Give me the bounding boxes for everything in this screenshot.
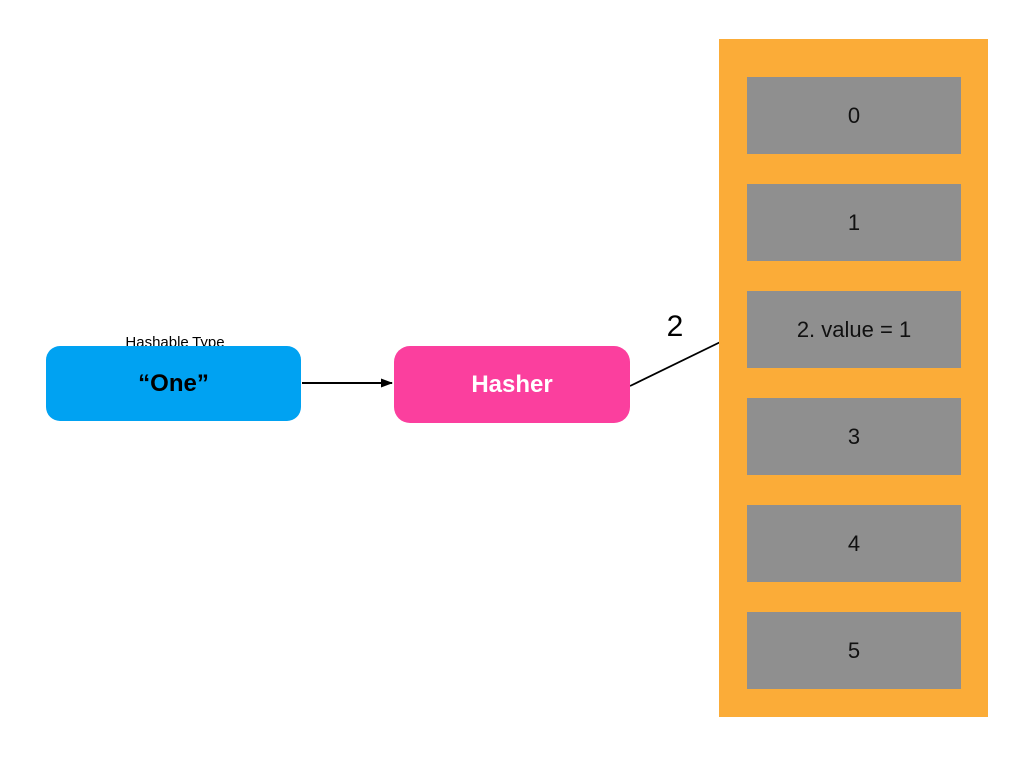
hasher-box: Hasher [394,346,630,423]
slot-3-label: 3 [847,423,861,449]
hasher-label: Hasher [471,370,553,398]
slot-4-label: 4 [847,530,861,556]
hash-table-slot-5: 5 [747,612,961,689]
hash-table-column: 0 1 2. value = 1 3 4 5 [719,39,988,717]
hash-table-slot-1: 1 [747,184,961,261]
hash-table-slot-3: 3 [747,398,961,475]
slot-0-label: 0 [847,102,861,128]
slot-1-label: 1 [847,209,861,235]
input-value-text: “One” [138,369,209,397]
hash-table-slot-4: 4 [747,505,961,582]
hash-index-label: 2 [666,310,684,343]
slot-2-label: 2. value = 1 [796,316,912,342]
hash-table-slot-2: 2. value = 1 [747,291,961,368]
hash-table-slot-0: 0 [747,77,961,154]
slot-5-label: 5 [847,637,861,663]
input-value-box: “One” [46,346,301,421]
